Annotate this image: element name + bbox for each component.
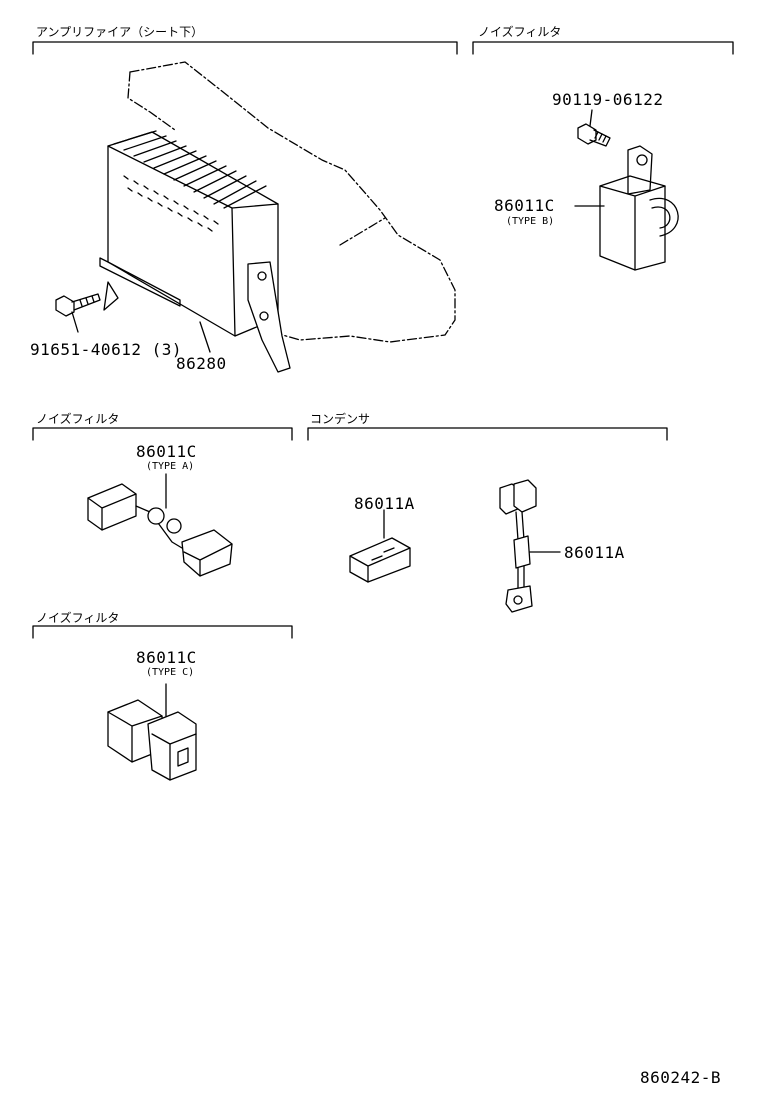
part-label-condenser-1: 86011A	[354, 494, 415, 513]
noise-filter-type-b	[574, 145, 679, 271]
part-label-filter-b: 86011C	[494, 196, 555, 215]
condenser-86011a-small	[349, 509, 411, 583]
part-label-filter-c: 86011C	[136, 648, 197, 667]
section-noise-filter-b-title: ノイズフィルタ	[478, 25, 562, 39]
section-noise-filter-c-title: ノイズフィルタ	[36, 611, 120, 625]
condenser-86011a-wired	[499, 479, 561, 613]
part-label-condenser-2: 86011A	[564, 543, 625, 562]
seat-outline-inner	[127, 71, 386, 246]
section-brackets	[32, 41, 734, 639]
section-noise-filter-a-title: ノイズフィルタ	[36, 412, 120, 426]
leader-86280	[199, 321, 211, 353]
diagram-id: 860242-B	[640, 1068, 722, 1087]
seat-outline	[129, 61, 456, 343]
part-label-91651: 91651-40612 (3)	[30, 340, 182, 359]
part-label-90119: 90119-06122	[552, 90, 664, 109]
section-condenser-title: コンデンサ	[310, 412, 371, 426]
noise-filter-type-c	[107, 683, 197, 781]
part-label-filter-a: 86011C	[136, 442, 197, 461]
part-type-filter-a: (TYPE A)	[146, 461, 195, 472]
amplifier-unit	[99, 130, 291, 373]
section-amplifier-title: アンプリファイア（シート下）	[36, 25, 204, 39]
noise-filter-type-a	[87, 473, 233, 577]
part-type-filter-b: (TYPE B)	[506, 216, 555, 227]
bolt-91651-icon	[55, 293, 101, 333]
part-label-86280: 86280	[176, 354, 227, 373]
bolt-90119-icon	[577, 109, 611, 147]
part-type-filter-c: (TYPE C)	[146, 667, 195, 678]
